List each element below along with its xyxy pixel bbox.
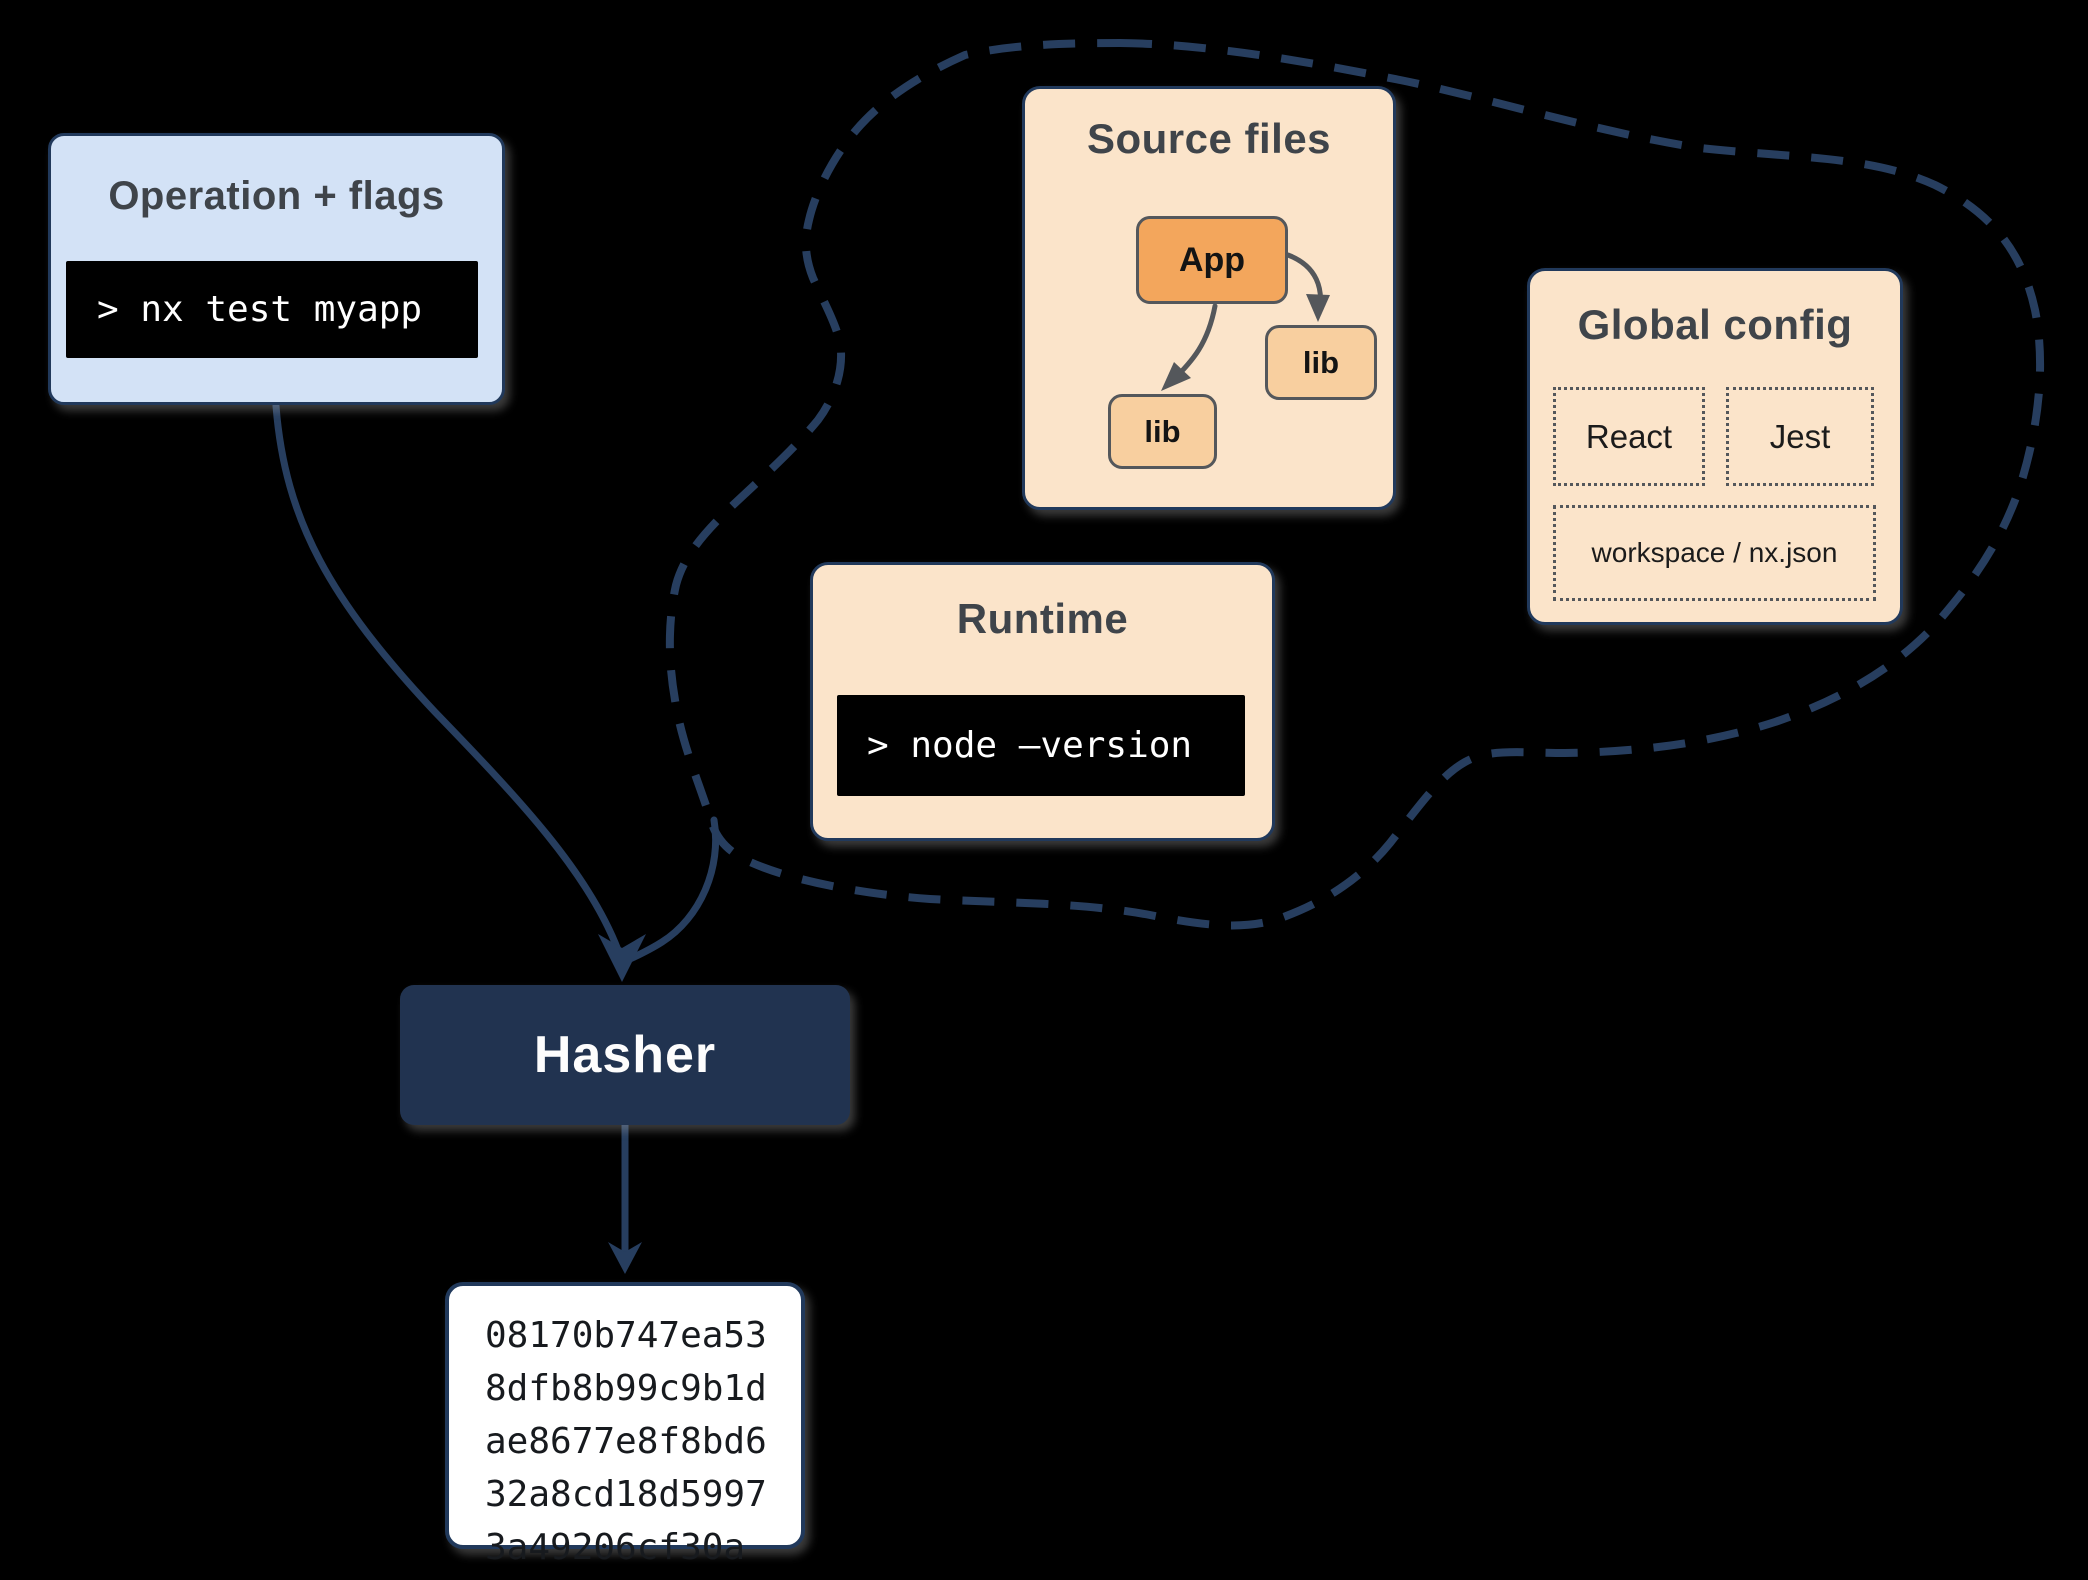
lib-node: lib <box>1265 325 1377 400</box>
hasher-box: Hasher <box>400 985 850 1125</box>
hash-line: 3a49206cf30a <box>485 1527 746 1568</box>
hash-line: 8dfb8b99c9b1d <box>485 1368 767 1409</box>
runtime-title: Runtime <box>956 595 1129 642</box>
operation-terminal: > nx test myapp <box>66 261 478 358</box>
arrow-cloud-to-hasher <box>620 816 720 966</box>
hasher-arrowhead <box>598 934 646 982</box>
hash-arrowhead <box>608 1242 642 1274</box>
inputs-cloud-outline <box>665 39 2045 930</box>
config-item-react: React <box>1553 387 1705 486</box>
runtime-terminal: > node –version <box>837 695 1245 796</box>
operation-flags-box: Operation + flags > nx test myapp <box>48 133 505 405</box>
operation-flags-title: Operation + flags <box>108 174 445 218</box>
arrow-app-to-lib-right <box>1285 252 1323 316</box>
global-config-title: Global config <box>1577 301 1853 348</box>
config-item-workspace-nxjson: workspace / nx.json <box>1553 505 1876 601</box>
hash-line: ae8677e8f8bd6 <box>485 1421 767 1462</box>
config-item-jest: Jest <box>1726 387 1874 486</box>
arrowhead-app-to-lib-left <box>1161 362 1191 391</box>
lib-node: lib <box>1108 394 1217 469</box>
arrowhead-app-to-lib-right <box>1306 294 1330 322</box>
source-files-box: Source files App lib lib <box>1022 86 1396 510</box>
arrow-app-to-lib-left <box>1168 303 1218 385</box>
global-config-box: Global config React Jest workspace / nx.… <box>1527 268 1903 625</box>
app-node: App <box>1136 216 1288 304</box>
runtime-command-text: > node –version <box>867 725 1193 766</box>
source-files-title: Source files <box>1086 115 1332 162</box>
operation-command-text: > nx test myapp <box>97 289 423 330</box>
arrow-operation-to-hasher <box>272 402 622 954</box>
hash-line: 32a8cd18d5997 <box>485 1474 767 1515</box>
hash-output-box: 08170b747ea53 8dfb8b99c9b1d ae8677e8f8bd… <box>445 1282 805 1568</box>
hasher-label: Hasher <box>533 1026 717 1084</box>
hash-line: 08170b747ea53 <box>485 1315 767 1356</box>
runtime-box: Runtime > node –version <box>810 562 1275 841</box>
